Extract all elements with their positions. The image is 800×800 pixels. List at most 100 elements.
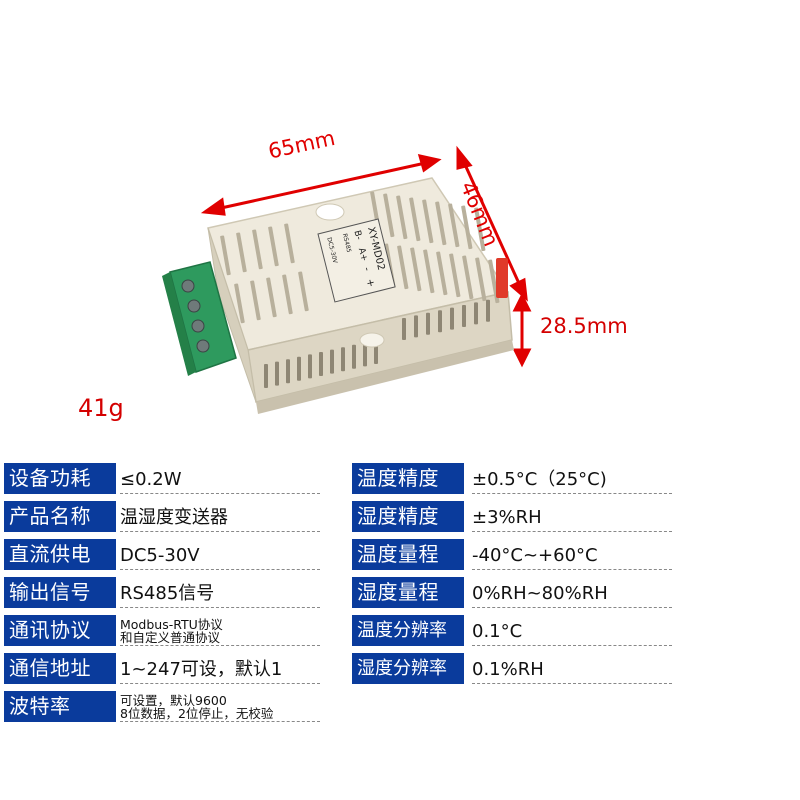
vent-slot (319, 352, 323, 376)
vent-slot (252, 229, 263, 270)
spec-value-line: 和自定义普通协议 (120, 630, 221, 645)
vent-slot (297, 356, 301, 381)
vent-slot (352, 344, 356, 369)
terminal-screws (181, 279, 210, 353)
spec-label: 湿度量程 (352, 577, 464, 608)
vent-slot (220, 235, 231, 276)
spec-value-line: 可设置，默认9600 (120, 693, 227, 708)
sensor-device-illustration: XY-MD02 B- A+ RS485 DC5-30V - + (162, 145, 532, 414)
vent-slot (448, 203, 460, 248)
vent-slot (486, 299, 490, 322)
dimension-arrows (200, 145, 532, 368)
weight-label: 41g (78, 394, 124, 422)
width-arrow-head-right (417, 153, 442, 173)
spec-value-line: 8位数据，2位停止，无校验 (120, 706, 274, 721)
spec-label: 温度量程 (352, 539, 464, 570)
vent-slot (436, 251, 448, 296)
vent-slot (426, 312, 430, 335)
vent-slots-top-right (370, 191, 500, 304)
spec-value: ±3%RH (472, 501, 672, 532)
vent-slot (461, 205, 473, 250)
spec-value: DC5-30V (120, 539, 320, 570)
vent-slot (423, 249, 435, 294)
spec-label: 通讯协议 (4, 615, 116, 646)
vent-slot (286, 359, 290, 384)
spec-value: Modbus-RTU协议 和自定义普通协议 (120, 615, 320, 646)
vent-slot (250, 280, 261, 321)
vent-slot (363, 342, 367, 367)
spec-value: 1~247可设，默认1 (120, 653, 320, 684)
spec-value: RS485信号 (120, 577, 320, 608)
vent-slots-front (264, 299, 490, 388)
vent-slot (266, 277, 277, 318)
vent-slot (410, 247, 422, 292)
screw (191, 319, 205, 333)
device-label-plate: XY-MD02 B- A+ RS485 DC5-30V - + (317, 218, 396, 303)
vent-slot (474, 302, 478, 325)
vent-slot (450, 307, 454, 330)
vent-slot (383, 193, 395, 238)
housing-rail (256, 340, 514, 414)
vent-slot (284, 223, 295, 264)
vent-slot (422, 199, 434, 244)
vent-slot (264, 364, 268, 388)
screw (196, 339, 210, 353)
spec-table: 设备功耗 ≤0.2W 产品名称 温湿度变送器 直流供电 DC5-30V 输出信号… (0, 463, 800, 733)
mounting-hole-bottom (359, 332, 385, 348)
spec-value: ±0.5°C（25°C) (472, 463, 672, 494)
vent-slot (282, 274, 293, 315)
spec-label: 湿度精度 (352, 501, 464, 532)
spec-value: 可设置，默认9600 8位数据，2位停止，无校验 (120, 691, 320, 722)
height-arrow-head-bottom (512, 348, 532, 368)
height-arrow-head-top (512, 292, 532, 312)
vent-slot (435, 201, 447, 246)
vent-slot (236, 232, 247, 273)
spec-value: 0.1°C (472, 615, 672, 646)
depth-arrow-head-bottom (509, 277, 528, 302)
terminal-label-b: B- (351, 229, 363, 241)
spec-label: 直流供电 (4, 539, 116, 570)
spec-label: 波特率 (4, 691, 116, 722)
vent-slot (438, 310, 442, 333)
terminal-block (162, 261, 237, 376)
vent-slot (397, 245, 409, 290)
spec-label: 产品名称 (4, 501, 116, 532)
vent-slot (414, 315, 418, 338)
depth-arrow-line (460, 157, 524, 291)
spec-label: 通信地址 (4, 653, 116, 684)
spec-value: -40°C~+60°C (472, 539, 672, 570)
terminal-label-minus: - (361, 266, 373, 273)
vent-slot (341, 347, 345, 372)
spec-label: 湿度分辨率 (352, 653, 464, 684)
width-arrow-line (211, 160, 431, 212)
vent-slot (234, 283, 245, 324)
vent-slot (462, 255, 474, 300)
vent-slot (268, 226, 279, 267)
screw (181, 279, 195, 293)
depth-arrow-head-top (456, 145, 473, 170)
spec-value: 温湿度变送器 (120, 501, 320, 532)
screw (187, 299, 201, 313)
vent-slot (449, 253, 461, 298)
vent-slot (402, 318, 406, 340)
mounting-hole-top (315, 203, 345, 221)
vent-slot (298, 271, 309, 312)
vent-slot (396, 195, 408, 240)
vent-slot (308, 354, 312, 379)
spec-value: ≤0.2W (120, 463, 320, 494)
spec-value-line: Modbus-RTU协议 (120, 617, 223, 632)
spec-label: 输出信号 (4, 577, 116, 608)
spec-label: 温度分辨率 (352, 615, 464, 646)
width-arrow-head-left (200, 197, 226, 216)
vent-slot (475, 257, 487, 302)
vent-slot (462, 305, 466, 327)
terminal-label-plus: + (364, 278, 377, 289)
height-dimension-label: 28.5mm (540, 314, 628, 338)
vent-slot (474, 207, 486, 252)
spec-value: 0%RH~80%RH (472, 577, 672, 608)
product-photo-area: XY-MD02 B- A+ RS485 DC5-30V - + 65mm 46m… (78, 126, 628, 422)
vent-slot (275, 361, 279, 386)
spec-label: 温度精度 (352, 463, 464, 494)
spec-value: 0.1%RH (472, 653, 672, 684)
terminal-label-rs485: RS485 (341, 233, 353, 254)
